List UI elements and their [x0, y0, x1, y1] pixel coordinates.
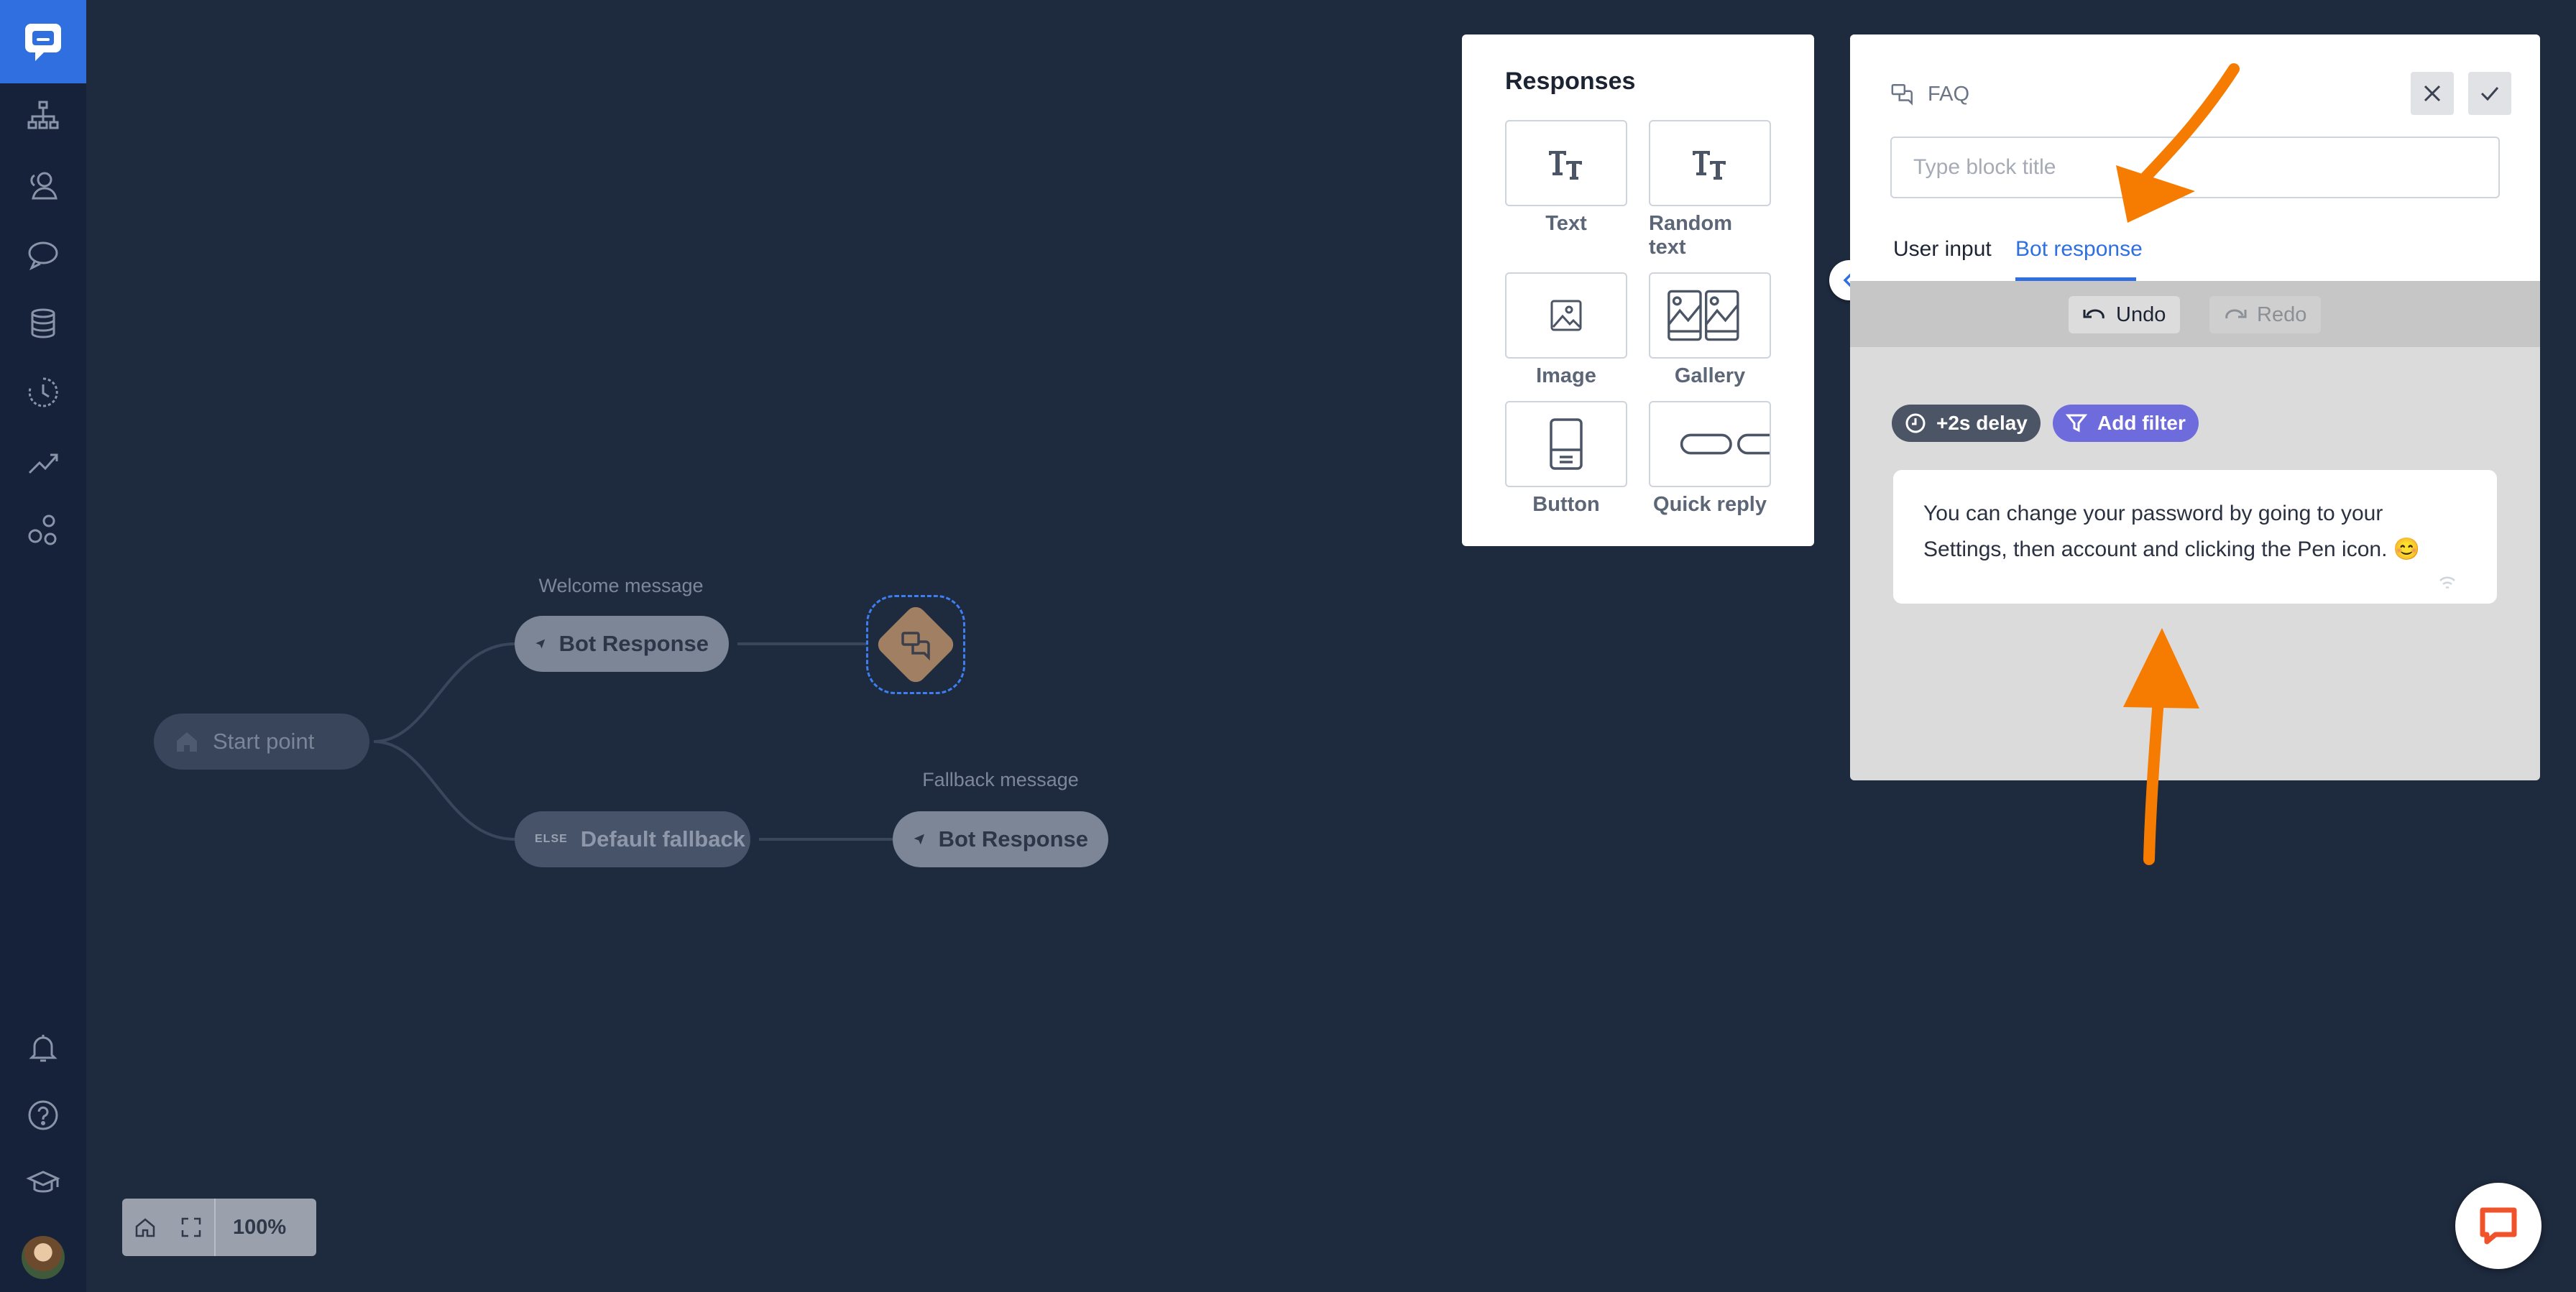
undo-icon — [2083, 309, 2104, 319]
fallback-bot-response-node[interactable]: Bot Response — [893, 811, 1108, 867]
start-point-node[interactable]: Start point — [154, 714, 369, 770]
start-point-label: Start point — [213, 729, 315, 754]
active-tab-indicator — [2015, 277, 2136, 281]
delay-badge-label: +2s delay — [1936, 412, 2028, 434]
redo-button[interactable]: Redo — [2209, 296, 2322, 333]
quick-reply-icon — [1680, 433, 1770, 455]
response-type-label: Random text — [1649, 212, 1732, 259]
response-type-label: Gallery — [1674, 364, 1746, 387]
close-icon — [2424, 85, 2441, 102]
gallery-icon — [1668, 290, 1739, 341]
filter-icon — [2066, 414, 2087, 433]
else-tag: ELSE — [535, 833, 568, 845]
tab-bot-response[interactable]: Bot response — [2015, 237, 2143, 261]
reset-view-home-icon[interactable] — [122, 1199, 168, 1256]
integrations-icon[interactable] — [26, 513, 60, 548]
message-text-line: Settings, then account and clicking the … — [1923, 537, 2421, 561]
clock-icon — [1905, 413, 1926, 433]
zoom-controls: 100% — [122, 1199, 316, 1256]
send-icon — [535, 639, 546, 649]
close-button[interactable] — [2411, 72, 2454, 115]
default-fallback-label: Default fallback — [580, 826, 745, 852]
random-text-icon — [1693, 151, 1726, 180]
stories-icon[interactable] — [26, 98, 60, 132]
response-type-text[interactable]: Text — [1505, 120, 1627, 259]
response-type-random-text[interactable]: Random text — [1649, 120, 1771, 259]
tab-user-input[interactable]: User input — [1893, 237, 1992, 261]
redo-label: Redo — [2257, 303, 2307, 326]
responses-panel: Responses Text Random text Image Gallery — [1462, 34, 1814, 546]
analytics-icon[interactable] — [26, 444, 60, 479]
user-avatar[interactable] — [22, 1236, 65, 1279]
bot-response-message-card[interactable]: You can change your password by going to… — [1893, 470, 2497, 604]
default-fallback-node[interactable]: ELSE Default fallback — [515, 811, 750, 867]
chats-icon[interactable] — [26, 237, 60, 272]
help-icon[interactable] — [26, 1098, 60, 1132]
history-toolbar — [1850, 281, 2540, 347]
welcome-message-caption: Welcome message — [538, 575, 704, 596]
text-icon — [1549, 151, 1582, 180]
redo-icon — [2225, 309, 2247, 319]
image-icon — [1550, 300, 1582, 331]
chat-bubble-icon — [2480, 1207, 2517, 1245]
checkmark-icon — [2480, 87, 2499, 101]
faq-icon — [901, 632, 930, 661]
response-type-label: Image — [1536, 364, 1596, 387]
block-title-input[interactable] — [1890, 137, 2500, 198]
fallback-message-caption: Fallback message — [922, 769, 1079, 790]
history-icon[interactable] — [26, 375, 60, 410]
sidebar — [0, 0, 86, 1292]
delay-badge[interactable]: +2s delay — [1892, 405, 2041, 442]
response-type-label: Text — [1545, 212, 1587, 235]
users-icon[interactable] — [26, 168, 60, 203]
typing-indicator-icon — [2439, 576, 2455, 589]
undo-button[interactable]: Undo — [2069, 296, 2181, 333]
add-filter-button[interactable]: Add filter — [2053, 405, 2199, 442]
confirm-button[interactable] — [2468, 72, 2511, 115]
response-type-gallery[interactable]: Gallery — [1649, 272, 1771, 388]
faq-block-panel: FAQ User input Bot response Undo Redo +2… — [1850, 34, 2540, 780]
notifications-bell-icon[interactable] — [26, 1030, 60, 1065]
send-icon — [914, 834, 925, 845]
zoom-level: 100% — [214, 1199, 286, 1256]
response-type-label: Button — [1532, 493, 1600, 516]
response-type-button[interactable]: Button — [1505, 401, 1627, 517]
button-icon — [1550, 418, 1583, 470]
home-icon — [177, 732, 197, 752]
faq-panel-title: FAQ — [1890, 82, 1969, 106]
faq-block-node[interactable] — [866, 595, 965, 694]
chatbot-logo-icon[interactable] — [0, 0, 86, 83]
response-type-quick-reply[interactable]: Quick reply — [1649, 401, 1771, 517]
welcome-bot-response-node[interactable]: Bot Response — [515, 616, 729, 672]
add-filter-label: Add filter — [2097, 412, 2186, 434]
responses-title: Responses — [1505, 68, 1636, 95]
chevron-left-icon — [1843, 272, 1854, 289]
response-type-image[interactable]: Image — [1505, 272, 1627, 388]
undo-label: Undo — [2116, 303, 2166, 326]
response-type-label: Quick reply — [1653, 493, 1767, 516]
support-chat-button[interactable] — [2455, 1183, 2542, 1269]
faq-icon — [1891, 84, 1913, 106]
fallback-bot-response-label: Bot Response — [938, 826, 1088, 852]
academy-graduation-cap-icon[interactable] — [26, 1166, 60, 1200]
message-text-line: You can change your password by going to… — [1923, 502, 2383, 525]
welcome-bot-response-label: Bot Response — [558, 631, 709, 656]
database-icon[interactable] — [26, 306, 60, 341]
fullscreen-icon[interactable] — [168, 1199, 214, 1256]
faq-title-text: FAQ — [1928, 82, 1970, 106]
